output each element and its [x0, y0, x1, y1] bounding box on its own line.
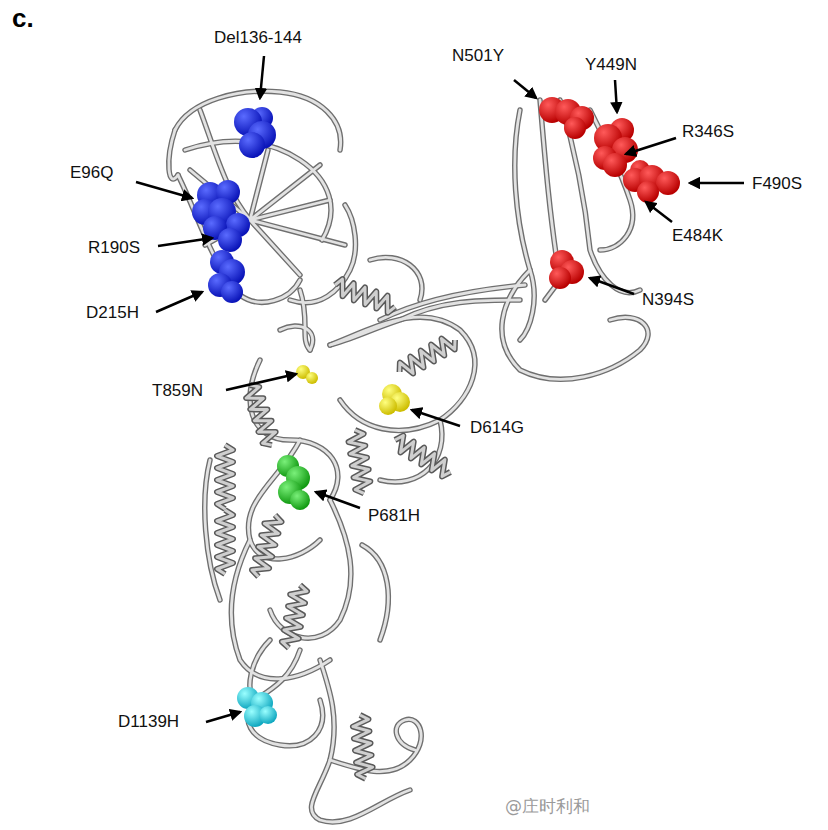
mutation-label: E484K: [672, 226, 723, 246]
watermark: @庄时利和: [505, 797, 590, 817]
mutation-label: D614G: [470, 418, 524, 438]
mutation-label: N501Y: [452, 46, 504, 66]
mutation-label: T859N: [152, 381, 203, 401]
mutation-label: D1139H: [118, 712, 179, 732]
mutation-label: N394S: [642, 290, 694, 310]
mutation-label: R190S: [88, 238, 140, 258]
panel-letter: c.: [12, 4, 34, 34]
mutation-label: Del136-144: [214, 28, 302, 48]
mutation-label: D215H: [86, 303, 139, 323]
mutation-label: P681H: [368, 506, 420, 526]
mutation-label: E96Q: [70, 163, 113, 183]
mutation-label: Y449N: [585, 55, 637, 75]
mutation-label: R346S: [682, 122, 734, 142]
mutation-label: F490S: [752, 174, 802, 194]
leader-arrows: [136, 56, 744, 722]
